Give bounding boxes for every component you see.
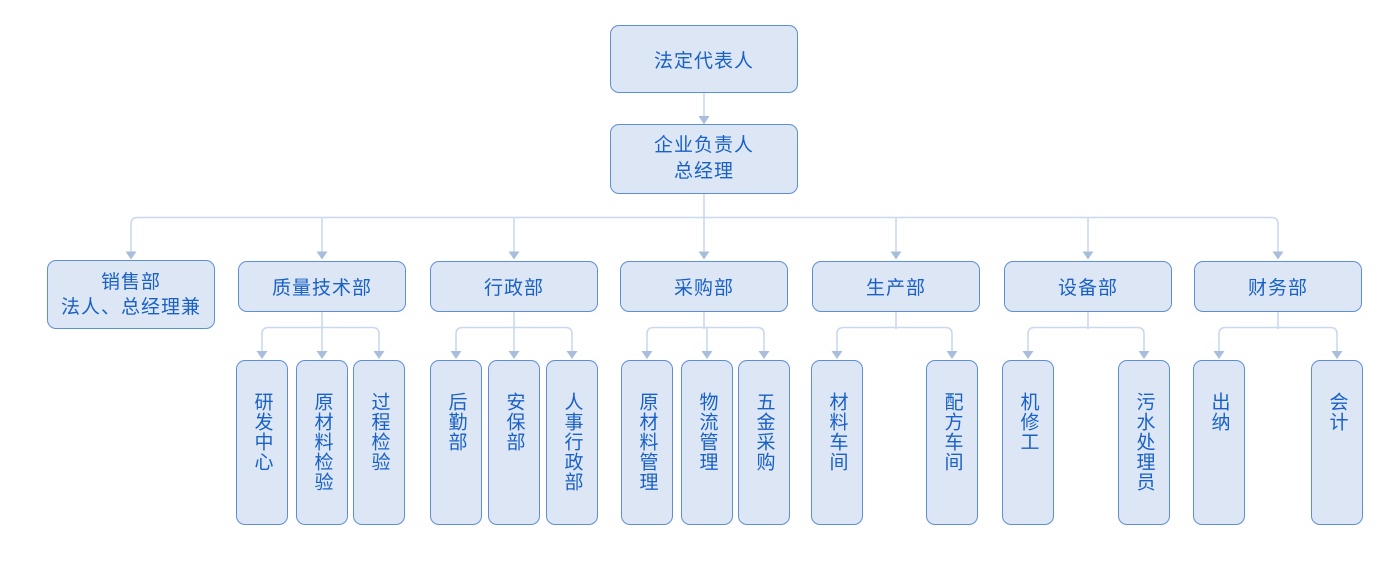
node-label: 安保部 xyxy=(503,392,525,452)
node-label: 行政部 xyxy=(483,278,544,299)
node-label: 设备部 xyxy=(1057,278,1118,299)
node-sub-rd-center: 研发中心 xyxy=(236,360,288,525)
node-dept-quality-tech: 质量技术部 xyxy=(238,261,406,312)
node-label: 研发中心 xyxy=(251,392,273,472)
node-label: 五金采购 xyxy=(753,392,775,472)
node-label: 人事行政部 xyxy=(561,392,583,492)
node-sub-hr-admin-dept: 人事行政部 xyxy=(546,360,598,525)
node-label-line1: 企业负责人 xyxy=(653,135,754,156)
node-sub-machine-repair: 机修工 xyxy=(1002,360,1054,525)
node-label-line2: 总经理 xyxy=(673,161,734,182)
node-label: 生产部 xyxy=(865,278,926,299)
node-dept-finance: 财务部 xyxy=(1194,261,1362,312)
node-label: 财务部 xyxy=(1247,278,1308,299)
node-sub-security-dept: 安保部 xyxy=(488,360,540,525)
node-label: 质量技术部 xyxy=(271,278,372,299)
node-dept-purchasing: 采购部 xyxy=(620,261,788,312)
node-dept-admin: 行政部 xyxy=(430,261,598,312)
node-label: 材料车间 xyxy=(826,392,848,472)
node-label: 出纳 xyxy=(1208,392,1230,432)
node-general-manager: 企业负责人 总经理 xyxy=(610,124,798,194)
node-dept-sales: 销售部 法人、总经理兼 xyxy=(47,260,215,329)
node-dept-equipment: 设备部 xyxy=(1004,261,1172,312)
node-label-line2: 法人、总经理兼 xyxy=(60,296,201,318)
node-sub-logistics-mgmt: 物流管理 xyxy=(681,360,733,525)
node-sub-cashier: 出纳 xyxy=(1193,360,1245,525)
node-sub-raw-material-inspection: 原材料检验 xyxy=(296,360,348,525)
node-label-line1: 销售部 xyxy=(100,271,161,293)
node-label: 机修工 xyxy=(1017,392,1039,452)
node-label: 配方车间 xyxy=(941,392,963,472)
node-label: 物流管理 xyxy=(696,392,718,472)
node-sub-accountant: 会计 xyxy=(1311,360,1363,525)
node-label: 采购部 xyxy=(673,278,734,299)
node-sub-logistics-dept: 后勤部 xyxy=(430,360,482,525)
node-label: 过程检验 xyxy=(368,392,390,472)
node-legal-representative: 法定代表人 xyxy=(610,25,798,93)
node-sub-raw-material-mgmt: 原材料管理 xyxy=(621,360,673,525)
node-label: 污水处理员 xyxy=(1133,392,1155,492)
node-sub-hardware-purchasing: 五金采购 xyxy=(738,360,790,525)
node-label: 法定代表人 xyxy=(653,50,754,72)
node-sub-formula-workshop: 配方车间 xyxy=(926,360,978,525)
node-label: 会计 xyxy=(1326,392,1348,432)
node-dept-production: 生产部 xyxy=(812,261,980,312)
node-label: 后勤部 xyxy=(445,392,467,452)
node-label: 原材料检验 xyxy=(311,392,333,492)
node-sub-sewage-treatment: 污水处理员 xyxy=(1118,360,1170,525)
node-label: 原材料管理 xyxy=(636,392,658,492)
node-sub-material-workshop: 材料车间 xyxy=(811,360,863,525)
node-sub-process-inspection: 过程检验 xyxy=(353,360,405,525)
